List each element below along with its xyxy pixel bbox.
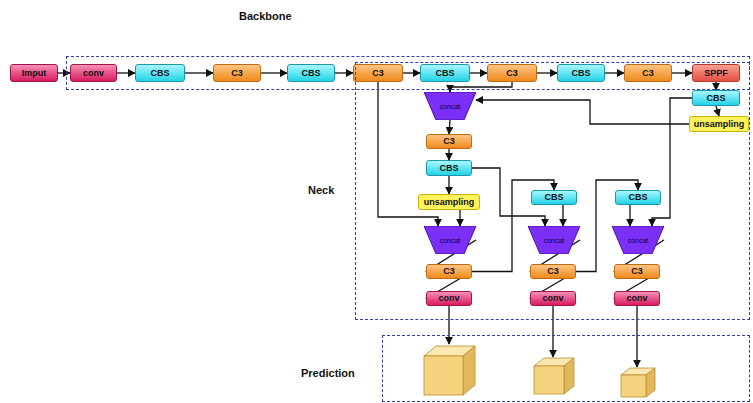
connector-arrow [450, 82, 512, 92]
conv-box: conv [70, 64, 117, 82]
block-label: CBS [439, 164, 458, 173]
block-label: CBS [628, 193, 647, 202]
block-label: C3 [443, 137, 455, 146]
connector-arrow [448, 176, 449, 194]
output-cube [621, 368, 655, 397]
block-label: concat [440, 103, 461, 110]
connector-arrow [261, 72, 287, 73]
connector-arrow [476, 100, 689, 124]
connector-arrow [715, 82, 716, 90]
cbs-box: CBS [531, 190, 577, 205]
connector-arrow [716, 106, 719, 116]
block-label: Imput [22, 69, 47, 78]
block-label: SPPF [704, 69, 728, 78]
cbs-box: CBS [426, 160, 472, 176]
conv-box: conv [614, 291, 660, 306]
block-label: C3 [506, 69, 518, 78]
upsampling-box: unsampling [689, 116, 749, 132]
conv-box: conv [426, 291, 472, 306]
block-label: CBS [301, 69, 320, 78]
connector-arrow [403, 72, 420, 73]
c3-box: C3 [213, 64, 261, 82]
cbs-box: CBS [135, 64, 185, 82]
c3-box: C3 [426, 264, 472, 279]
connector-arrow [117, 72, 135, 73]
connector-arrow [449, 120, 450, 134]
block-label: conv [542, 294, 563, 303]
c3-box: C3 [614, 264, 660, 279]
block-label: unsampling [694, 120, 745, 129]
cbs-box: CBS [615, 190, 661, 205]
output-arrow [449, 306, 637, 367]
connector-arrow [185, 72, 213, 73]
block-label: CBS [544, 193, 563, 202]
block-label: unsampling [424, 198, 475, 207]
concat-block: concat [424, 226, 476, 254]
output-cube [534, 358, 574, 394]
connector-arrow [562, 205, 563, 226]
cbs-box: CBS [692, 90, 740, 106]
sppf-box: SPPF [692, 64, 740, 82]
c3-box: C3 [426, 134, 472, 149]
region-label: Prediction [301, 368, 355, 379]
block-label: concat [440, 237, 461, 244]
conv-box: conv [530, 291, 576, 306]
concat-block: concat [612, 226, 664, 254]
concat-block: concat [424, 92, 476, 120]
input-box: Imput [10, 64, 58, 82]
prediction-region: Prediction [382, 335, 750, 402]
block-label: conv [83, 69, 104, 78]
block-label: CBS [150, 69, 169, 78]
connector-arrow [470, 72, 487, 73]
connector-arrow [605, 72, 624, 73]
c3-box: C3 [353, 64, 403, 82]
connector-arrow [58, 72, 70, 73]
block-label: concat [628, 237, 649, 244]
region-label: Neck [308, 185, 334, 196]
connector-arrow [335, 72, 353, 73]
block-label: C3 [372, 69, 384, 78]
concat-block: concat [528, 226, 580, 254]
block-label: CBS [435, 69, 454, 78]
c3-box: C3 [487, 64, 537, 82]
c3-box: C3 [624, 64, 672, 82]
connector-arrow [459, 210, 460, 226]
block-label: conv [626, 294, 647, 303]
connector-arrow [672, 72, 692, 73]
neck-region: NeckCBSconcatunsamplingC3CBSunsamplingCB… [355, 62, 750, 320]
connector-arrow [652, 98, 692, 226]
block-label: CBS [706, 94, 725, 103]
output-cube [424, 346, 475, 395]
block-label: C3 [547, 267, 559, 276]
region-label: Backbone [239, 11, 292, 22]
connector-arrow [448, 149, 449, 160]
block-label: CBS [571, 69, 590, 78]
upsampling-box: unsampling [418, 194, 480, 210]
block-label: C3 [231, 69, 243, 78]
cbs-box: CBS [557, 64, 605, 82]
block-label: concat [544, 237, 565, 244]
block-label: C3 [443, 267, 455, 276]
connector-arrow [537, 72, 557, 73]
block-label: conv [438, 294, 459, 303]
connector-arrow [629, 205, 630, 226]
cbs-box: CBS [287, 64, 335, 82]
c3-box: C3 [530, 264, 576, 279]
block-label: C3 [631, 267, 643, 276]
cbs-box: CBS [420, 64, 470, 82]
block-label: C3 [642, 69, 654, 78]
